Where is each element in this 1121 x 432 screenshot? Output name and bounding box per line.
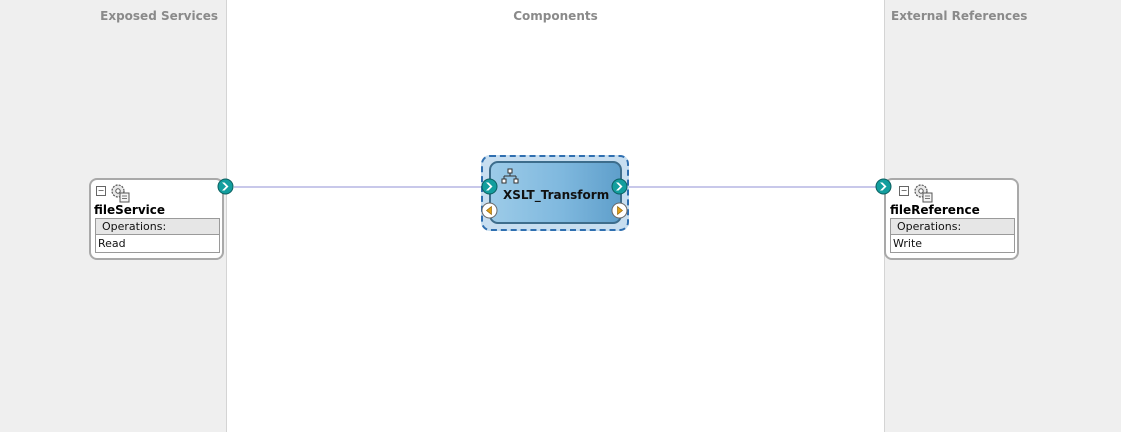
- collapse-icon[interactable]: −: [899, 186, 909, 196]
- service-name: fileService: [94, 203, 166, 217]
- gear-icon: [111, 184, 130, 203]
- operations-label: Operations:: [96, 219, 219, 235]
- component-callback-in-icon[interactable]: [481, 202, 498, 219]
- transform-tree-icon: [501, 168, 519, 184]
- gear-icon: [914, 184, 933, 203]
- service-port-icon[interactable]: [217, 178, 234, 195]
- collapse-icon[interactable]: −: [96, 186, 106, 196]
- component-input-port-icon[interactable]: [481, 178, 498, 195]
- file-reference-box[interactable]: − fileReference Operations: Write: [884, 178, 1019, 260]
- component-callback-out-icon[interactable]: [611, 202, 628, 219]
- reference-port-icon[interactable]: [875, 178, 892, 195]
- component-name: XSLT_Transform: [503, 188, 610, 202]
- reference-operations: Operations: Write: [890, 218, 1015, 253]
- service-operations: Operations: Read: [95, 218, 220, 253]
- operations-label: Operations:: [891, 219, 1014, 235]
- reference-name: fileReference: [890, 203, 980, 217]
- file-service-box[interactable]: − fileService Operations: Read: [89, 178, 224, 260]
- operation-item[interactable]: Write: [891, 235, 1014, 252]
- component-output-port-icon[interactable]: [611, 178, 628, 195]
- external-references-title: External References: [891, 9, 1028, 23]
- operation-item[interactable]: Read: [96, 235, 219, 252]
- exposed-services-title: Exposed Services: [100, 9, 218, 23]
- xslt-transform-component[interactable]: XSLT_Transform: [489, 161, 622, 224]
- components-title: Components: [513, 9, 598, 23]
